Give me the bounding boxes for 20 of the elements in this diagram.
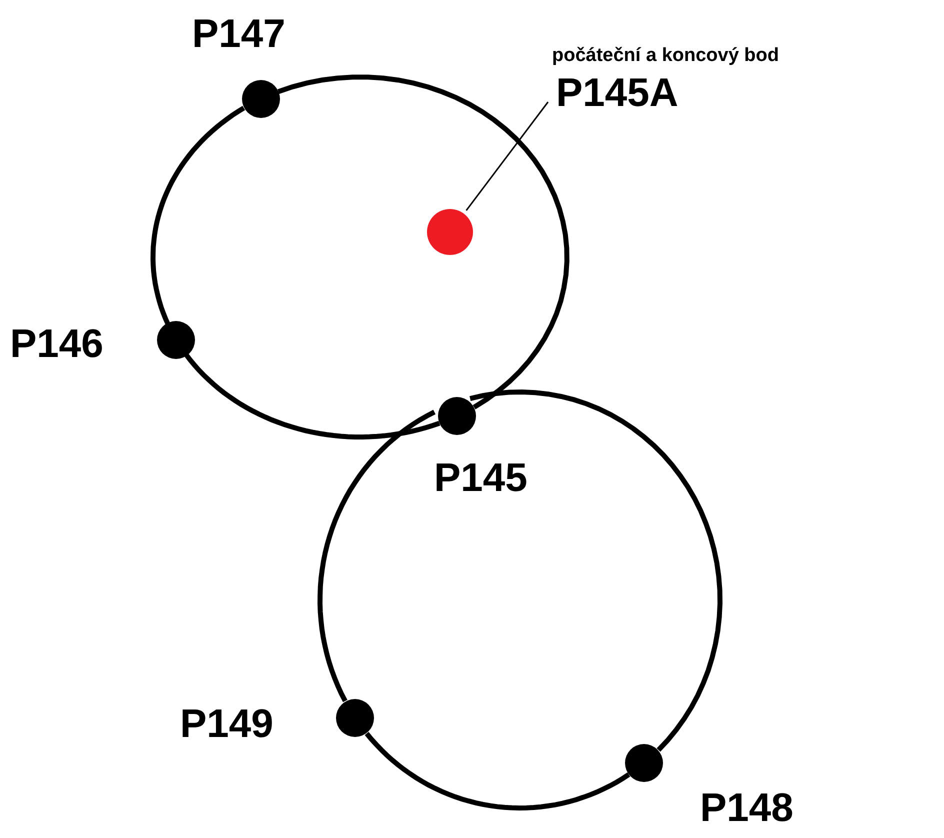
point-label: P148: [700, 788, 794, 828]
point-label: P145A: [556, 73, 678, 113]
start-point: [427, 209, 473, 255]
survey-point: [438, 396, 476, 435]
survey-point: [242, 80, 280, 118]
leader-line: [466, 102, 549, 211]
loop-arc: [150, 106, 246, 326]
loop-arc: [318, 410, 436, 702]
point-label: P146: [10, 324, 104, 364]
point-label: P145: [434, 458, 528, 498]
note-text: počáteční a koncový bod: [552, 46, 779, 65]
point-label: P147: [192, 14, 286, 54]
loop-arc: [278, 74, 570, 410]
loop-arc: [470, 390, 722, 752]
survey-point: [157, 321, 196, 360]
point-label: P149: [180, 704, 274, 744]
loop-arc: [184, 353, 440, 440]
loop-arc: [364, 732, 630, 810]
survey-point: [336, 698, 374, 737]
survey-point: [625, 744, 664, 782]
